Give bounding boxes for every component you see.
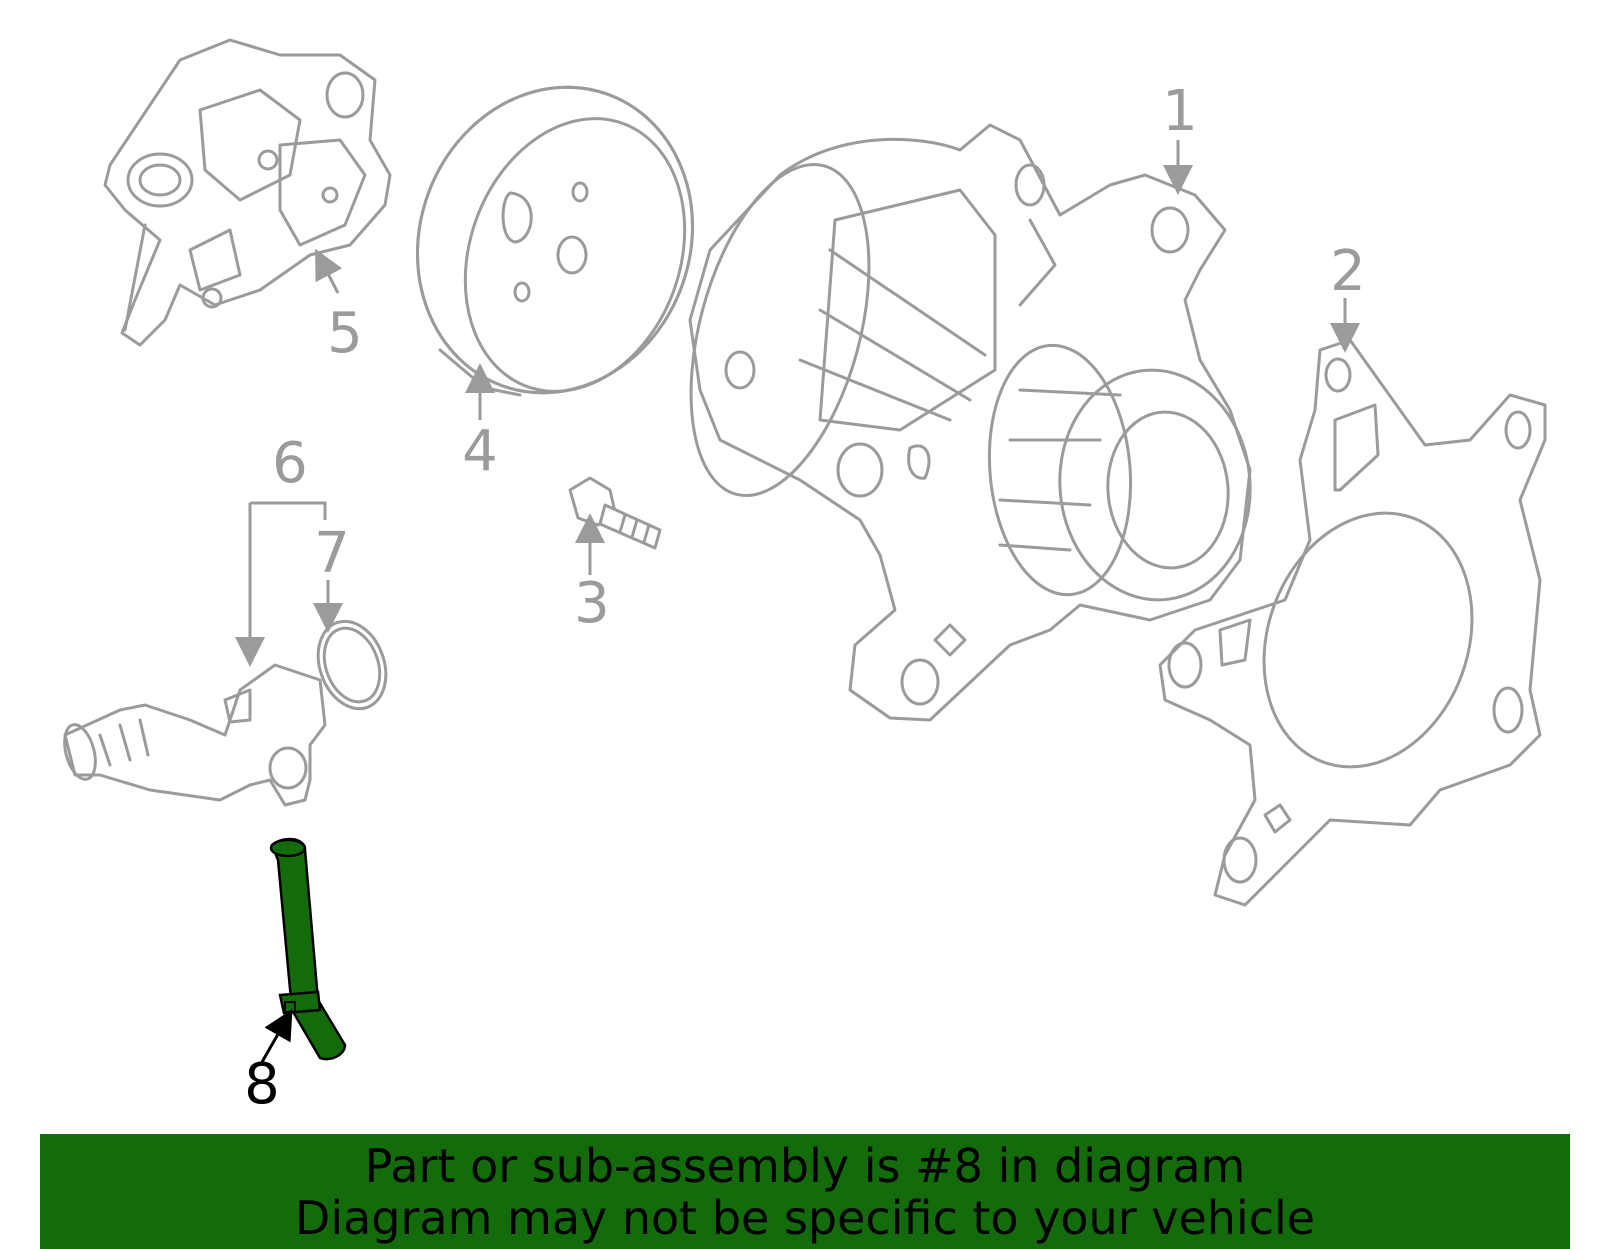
banner-line-1: Part or sub-assembly is #8 in diagram: [364, 1138, 1246, 1193]
part-3-bolt[interactable]: [568, 476, 662, 550]
part-8-hose[interactable]: [269, 837, 347, 1061]
callout-6: 6: [272, 431, 308, 496]
callout-5: 5: [327, 301, 363, 366]
part-info-banner: Part or sub-assembly is #8 in diagram Di…: [40, 1134, 1570, 1249]
part-2-gasket[interactable]: [1158, 338, 1547, 907]
banner-line-2: Diagram may not be specific to your vehi…: [294, 1190, 1316, 1245]
callout-7: 7: [314, 521, 350, 586]
part-6-coolant-outlet[interactable]: [59, 663, 327, 807]
callout-2: 2: [1330, 239, 1366, 304]
callout-4: 4: [462, 419, 498, 484]
parts-diagram: 5 4 1: [59, 38, 1547, 1117]
callout-3: 3: [574, 571, 610, 636]
part-1-water-pump[interactable]: [659, 123, 1260, 722]
part-5-thermostat-housing[interactable]: [103, 38, 392, 347]
part-4-pulley[interactable]: [375, 48, 735, 432]
callout-8: 8: [244, 1052, 280, 1117]
callout-1: 1: [1162, 79, 1198, 144]
